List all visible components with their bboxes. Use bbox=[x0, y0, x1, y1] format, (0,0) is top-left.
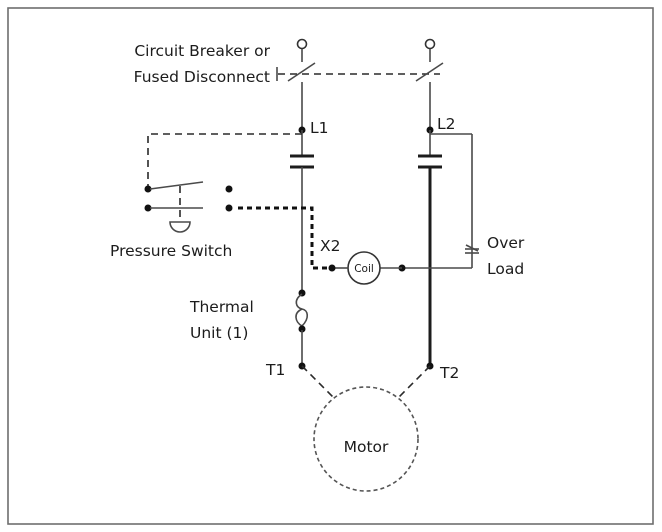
motor-label: Motor bbox=[344, 438, 389, 456]
overload-label-line2: Load bbox=[487, 260, 524, 278]
node-x2 bbox=[328, 264, 336, 272]
label-t1: T1 bbox=[265, 361, 285, 379]
breaker-blade-l2 bbox=[415, 62, 444, 82]
overload-contact-mark bbox=[465, 244, 479, 252]
label-l1: L1 bbox=[310, 119, 329, 137]
motor-symbol bbox=[313, 386, 419, 492]
overload-label-line1: Over bbox=[487, 234, 525, 252]
breaker-blade-l1 bbox=[287, 62, 316, 82]
motor-lead-t2 bbox=[397, 365, 431, 399]
pressure-switch-blade-1 bbox=[149, 181, 204, 190]
pressure-switch-diaphragm bbox=[169, 221, 191, 233]
coil-label: Coil bbox=[354, 263, 374, 275]
pressure-switch-wire-x2 bbox=[238, 206, 330, 270]
label-l2: L2 bbox=[437, 115, 456, 133]
pressure-switch-wire-l1 bbox=[147, 133, 302, 186]
supply-terminal-l2 bbox=[424, 38, 436, 50]
pressure-switch-terminal-3 bbox=[144, 204, 152, 212]
pressure-switch-terminal-4 bbox=[225, 204, 233, 212]
pressure-switch-terminal-2 bbox=[225, 185, 233, 193]
label-t2: T2 bbox=[439, 364, 459, 382]
breaker-label-line1: Circuit Breaker or bbox=[134, 42, 270, 60]
pressure-switch-label: Pressure Switch bbox=[110, 242, 232, 260]
thermal-label-line1: Thermal bbox=[189, 298, 254, 316]
breaker-label-line2: Fused Disconnect bbox=[134, 68, 270, 86]
supply-terminal-l1 bbox=[296, 38, 308, 50]
label-x2: X2 bbox=[320, 237, 340, 255]
thermal-unit-element-2 bbox=[295, 308, 303, 327]
motor-lead-t1 bbox=[301, 365, 335, 399]
thermal-label-line2: Unit (1) bbox=[190, 324, 248, 342]
node-thermal-bottom bbox=[298, 325, 306, 333]
thermal-unit-element bbox=[295, 293, 309, 327]
pressure-switch-terminal-1 bbox=[144, 185, 152, 193]
